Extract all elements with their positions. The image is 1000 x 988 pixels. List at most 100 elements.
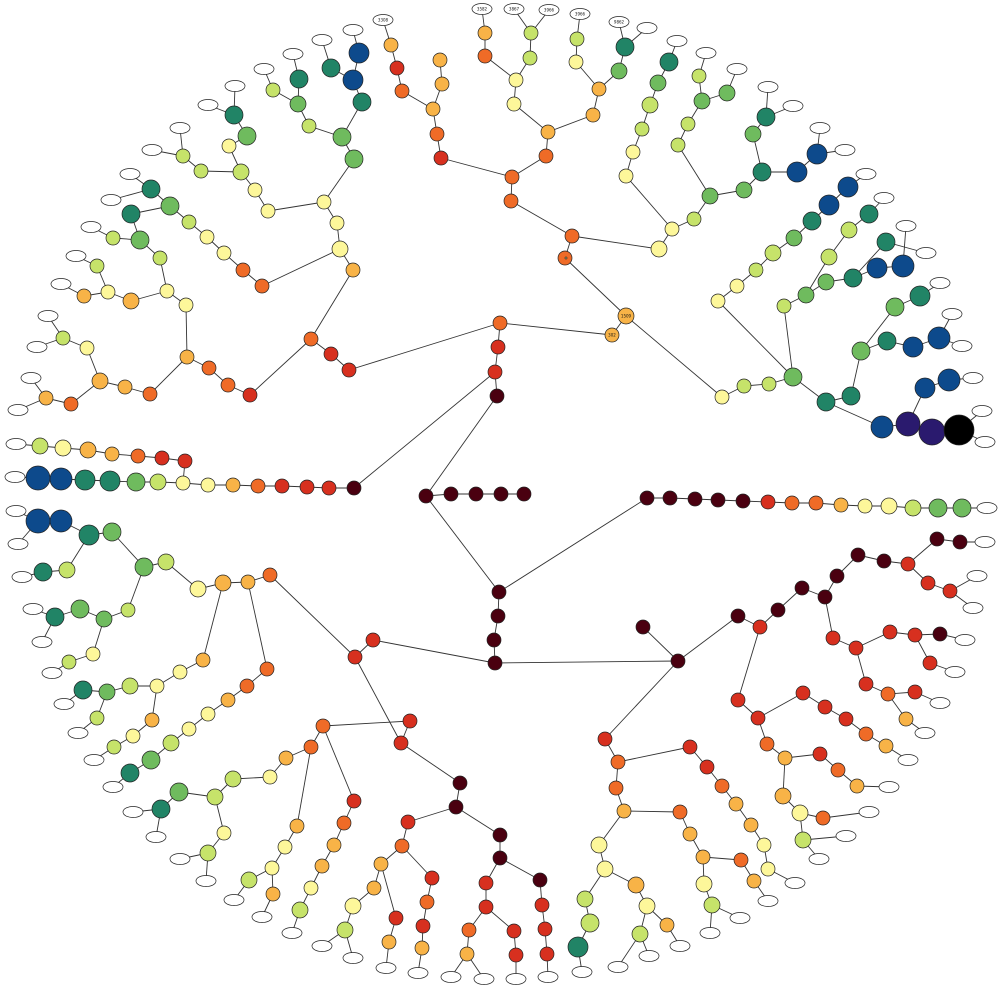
tree-node <box>885 297 905 317</box>
node-circle <box>937 368 961 392</box>
node-circle <box>177 453 193 469</box>
leaf-ellipse <box>31 636 53 648</box>
tree-node <box>625 144 641 160</box>
tree-node <box>590 836 608 854</box>
tree-node <box>117 379 133 395</box>
leaf-ellipse <box>505 973 527 985</box>
tree-edge <box>267 201 325 212</box>
node-circle <box>522 50 538 66</box>
node-circle <box>743 817 759 833</box>
tree-node <box>817 273 835 291</box>
tree-node <box>289 69 309 89</box>
leaf-ellipse <box>80 221 102 233</box>
tree-node <box>503 193 519 209</box>
tree-node <box>365 632 381 648</box>
node-circle <box>597 731 613 747</box>
leaf-node: 3582 <box>471 3 493 15</box>
leaf-node <box>281 927 303 939</box>
tree-node <box>840 221 858 239</box>
node-circle <box>38 390 54 406</box>
node-circle <box>55 330 71 346</box>
leaf-node <box>122 806 144 818</box>
tree-node <box>341 362 357 378</box>
leaf-node <box>873 192 895 204</box>
tree-node <box>880 686 896 702</box>
tree-node <box>394 83 410 99</box>
tree-node <box>45 607 65 627</box>
tree-node <box>98 683 116 701</box>
tree-node <box>797 286 815 304</box>
leaf-ellipse <box>11 571 33 583</box>
leaf-ellipse <box>471 3 493 15</box>
tree-node <box>388 910 404 926</box>
leaf-ellipse <box>809 122 831 134</box>
node-circle <box>849 778 865 794</box>
tree-node <box>818 194 840 216</box>
tree-node <box>175 475 191 491</box>
tree-node <box>682 739 698 755</box>
tree-edge <box>322 725 355 802</box>
leaf-node <box>897 754 919 766</box>
tree-node <box>383 37 399 53</box>
node-circle <box>100 284 116 300</box>
tree-node <box>291 901 309 919</box>
node-circle <box>348 42 370 64</box>
node-circle <box>907 627 923 643</box>
tree-node <box>400 814 416 830</box>
tree-node <box>568 54 584 70</box>
leaf-ellipse <box>50 278 72 290</box>
node-circle <box>492 315 508 331</box>
node-circle <box>151 799 171 819</box>
node-circle <box>596 860 614 878</box>
node-circle <box>58 561 76 579</box>
node-circle <box>838 711 854 727</box>
tree-node <box>567 936 589 958</box>
tree-node <box>920 575 936 591</box>
node-circle <box>105 230 121 246</box>
node-circle <box>220 377 236 393</box>
node-circle <box>662 490 678 506</box>
tree-node <box>891 254 915 278</box>
tree-node <box>289 818 305 834</box>
leaf-node <box>974 436 996 448</box>
leaf-ellipse <box>757 895 779 907</box>
tree-node <box>858 726 874 742</box>
node-circle <box>564 228 580 244</box>
tree-node <box>693 92 711 110</box>
node-circle <box>670 137 686 153</box>
node-circle <box>659 52 679 72</box>
node-circle <box>321 480 337 496</box>
node-circle <box>365 632 381 648</box>
leaf-node <box>638 950 660 962</box>
tree-node <box>181 214 197 230</box>
tree-node <box>200 477 216 493</box>
tree-node <box>478 875 494 891</box>
node-circle <box>733 852 749 868</box>
tree-edge <box>499 857 541 881</box>
node-circle <box>277 839 293 855</box>
tree-node <box>746 873 762 889</box>
node-circle <box>900 556 916 572</box>
leaf-label: 3966 <box>544 8 555 13</box>
leaf-ellipse <box>855 168 877 180</box>
tree-node <box>880 497 898 515</box>
tree-node <box>808 495 824 511</box>
tree-node <box>189 580 207 598</box>
tree-node <box>99 470 121 492</box>
tree-node <box>432 52 448 68</box>
node-circle <box>850 547 866 563</box>
tree-node <box>448 799 464 815</box>
node-circle <box>538 148 554 164</box>
node-circle <box>895 411 921 437</box>
leaf-node <box>141 144 163 156</box>
leaf-ellipse <box>119 168 141 180</box>
tree-node <box>508 947 524 963</box>
tree-node <box>262 567 278 583</box>
tree-edge <box>247 581 268 670</box>
node-circle <box>859 204 879 224</box>
tree-node <box>710 492 726 508</box>
leaf-node <box>473 973 495 985</box>
tree-edge <box>249 338 312 396</box>
tree-node <box>54 439 72 457</box>
